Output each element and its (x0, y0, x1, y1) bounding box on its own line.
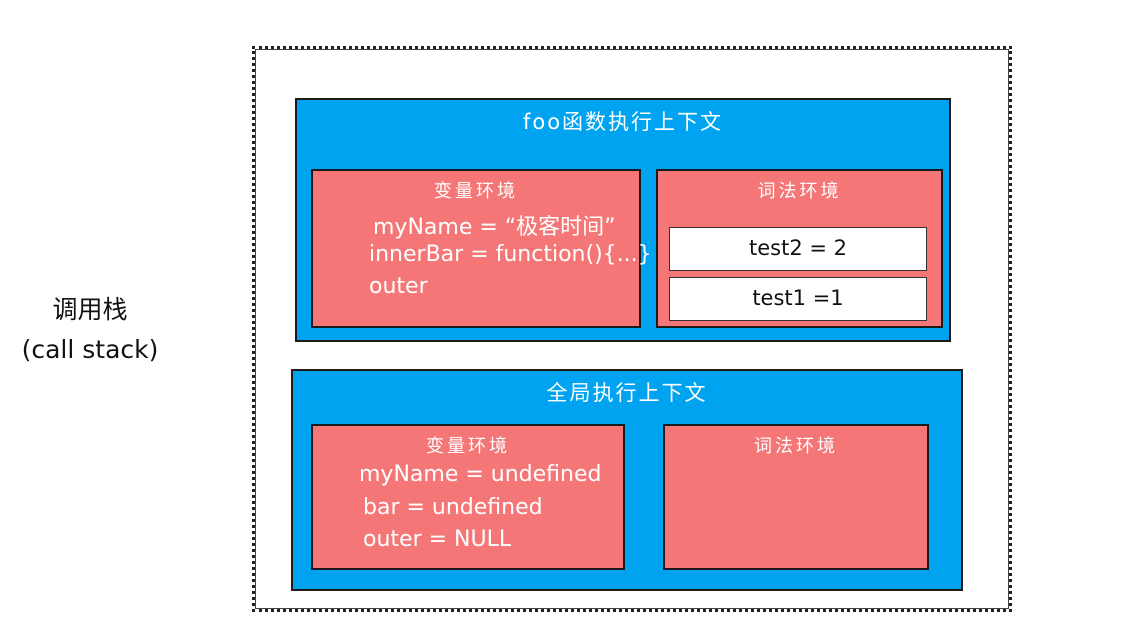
global-variable-env-title: 变量环境 (426, 436, 510, 457)
foo-var-outer: outer (369, 274, 428, 299)
foo-variable-environment: 变量环境 myName = “极客时间” innerBar = function… (311, 169, 652, 328)
foo-context-title: foo函数执行上下文 (522, 110, 724, 134)
global-var-myname: myName = undefined (359, 462, 602, 487)
global-lexical-environment: 词法环境 (663, 424, 929, 570)
foo-execution-context: foo函数执行上下文 变量环境 myName = “极客时间” innerBar… (295, 98, 951, 342)
global-variable-environment: 变量环境 myName = undefined bar = undefined … (311, 424, 625, 570)
global-context-title: 全局执行上下文 (546, 381, 708, 405)
global-lexical-env-title: 词法环境 (754, 436, 838, 457)
global-execution-context: 全局执行上下文 变量环境 myName = undefined bar = un… (291, 369, 963, 591)
global-var-outer: outer = NULL (363, 527, 512, 552)
call-stack-frame (252, 46, 1012, 612)
call-stack-label-en: (call stack) (21, 335, 159, 364)
foo-var-innerbar: innerBar = function(){...} (369, 242, 652, 267)
foo-var-myname: myName = “极客时间” (373, 215, 616, 240)
foo-lexical-environment: 词法环境 test2 = 2 test1 =1 (656, 169, 943, 328)
call-stack-label: 调用栈 (call stack) (10, 290, 170, 370)
foo-variable-env-title: 变量环境 (434, 181, 518, 202)
lexical-entry-test1: test1 =1 (669, 277, 927, 321)
global-var-bar: bar = undefined (363, 495, 543, 520)
lexical-entry-test2: test2 = 2 (669, 227, 927, 271)
foo-lexical-env-title: 词法环境 (757, 181, 842, 202)
call-stack-label-cn: 调用栈 (52, 295, 128, 324)
